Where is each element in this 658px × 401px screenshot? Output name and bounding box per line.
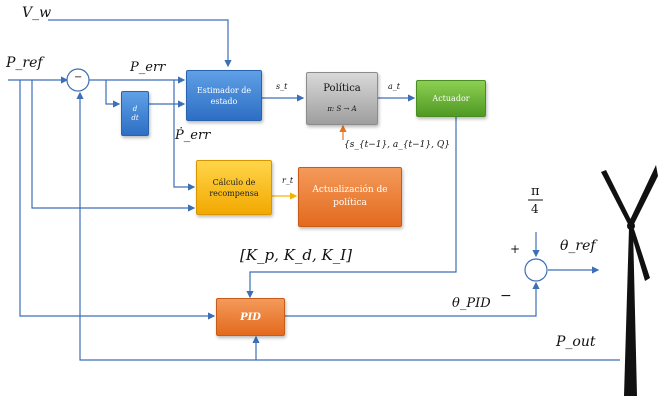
p-out-label: P_out xyxy=(556,334,596,350)
right-sum-plus: + xyxy=(510,242,521,256)
gains-line xyxy=(246,116,457,299)
reward-label: Cálculo de recompensa xyxy=(209,177,259,198)
policy-update-block: Actualización de política xyxy=(298,167,402,227)
pid-label: PID xyxy=(240,311,261,323)
wind-line xyxy=(48,19,232,68)
p-err-dot-label: Ṗ_err xyxy=(175,128,211,143)
history-label: {s_{t−1}, a_{t−1}, Q} xyxy=(344,140,450,150)
policy-update-label: Actualización de política xyxy=(312,185,388,208)
reward-block: Cálculo de recompensa xyxy=(196,160,272,215)
estimator-block: Estimador de estado xyxy=(186,70,262,121)
estimator-label: Estimador de estado xyxy=(196,85,252,106)
derivative-branch xyxy=(105,80,121,108)
policy-mapping: π: S → A xyxy=(327,104,357,113)
right-summing-junction xyxy=(524,258,548,282)
reward-input-line xyxy=(173,80,196,191)
right-sum-minus: − xyxy=(500,288,512,304)
state-signal-label: s_t xyxy=(276,82,288,91)
left-summing-junction xyxy=(66,68,90,92)
wind-speed-label: V_w xyxy=(22,5,52,21)
action-signal-label: a_t xyxy=(388,82,400,91)
derivative-block: d dt xyxy=(121,91,149,136)
p-err-label: P_err xyxy=(130,60,166,75)
actuator-block: Actuador xyxy=(416,80,486,117)
gains-label: [K_p, K_d, K_I] xyxy=(240,246,353,264)
pref-reward-line xyxy=(31,80,196,212)
left-sum-sign: − xyxy=(74,72,83,83)
actuator-label: Actuador xyxy=(432,94,470,103)
pout-feedback-line xyxy=(76,91,620,361)
derivative-denominator: dt xyxy=(131,113,139,122)
wind-turbine-icon xyxy=(601,165,658,396)
offset-numerator: π xyxy=(531,184,540,199)
theta-pid-line xyxy=(285,281,540,317)
reward-signal-label: r_t xyxy=(282,176,294,185)
policy-label: Política xyxy=(323,82,361,94)
pref-pid-line xyxy=(19,80,216,320)
p-ref-label: P_ref xyxy=(6,55,43,71)
theta-pid-label: θ_PID xyxy=(452,296,491,311)
offset-denominator: 4 xyxy=(531,202,539,216)
derivative-numerator: d xyxy=(132,104,138,113)
policy-block: Política π: S → A xyxy=(306,72,378,125)
pid-block: PID xyxy=(216,298,285,336)
theta-ref-label: θ_ref xyxy=(560,238,596,254)
